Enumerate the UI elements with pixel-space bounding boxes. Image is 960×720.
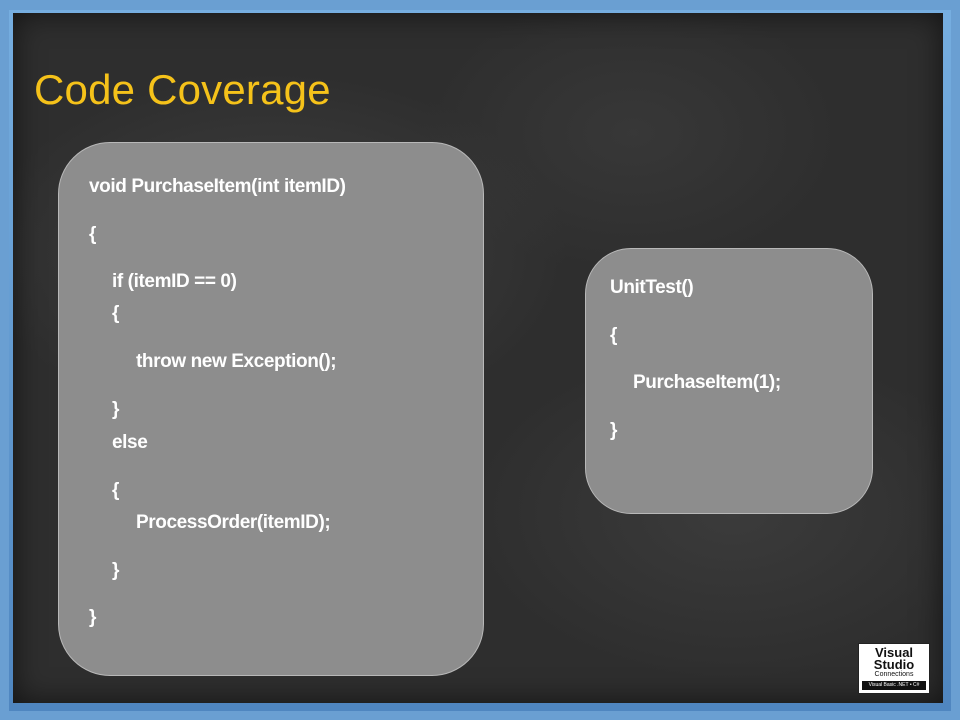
code-line: ProcessOrder(itemID); — [136, 512, 331, 533]
code-line: if (itemID == 0) — [112, 271, 237, 292]
code-line: void PurchaseItem(int itemID) — [89, 176, 346, 197]
code-line: } — [610, 420, 617, 441]
code-line: UnitTest() — [610, 277, 694, 298]
code-line: { — [89, 224, 96, 245]
purchase-item-code-panel — [58, 142, 484, 676]
code-line: } — [112, 560, 119, 581]
code-line: } — [89, 607, 96, 628]
logo-text: Connections — [874, 671, 914, 678]
code-line: { — [112, 303, 119, 324]
code-line: PurchaseItem(1); — [633, 372, 781, 393]
visual-studio-connections-logo: Visual Studio Connections Visual Basic .… — [858, 643, 930, 694]
unit-test-code-panel — [585, 248, 873, 514]
logo-text: Visual — [874, 645, 914, 660]
code-line: { — [112, 480, 119, 501]
code-line: { — [610, 325, 617, 346]
code-line: } — [112, 399, 119, 420]
logo-bar: Visual Basic .NET • C# — [862, 681, 926, 690]
code-line: throw new Exception(); — [136, 351, 337, 372]
slide-title: Code Coverage — [34, 66, 331, 113]
logo-text: Studio — [873, 657, 915, 672]
code-line: else — [112, 432, 148, 453]
